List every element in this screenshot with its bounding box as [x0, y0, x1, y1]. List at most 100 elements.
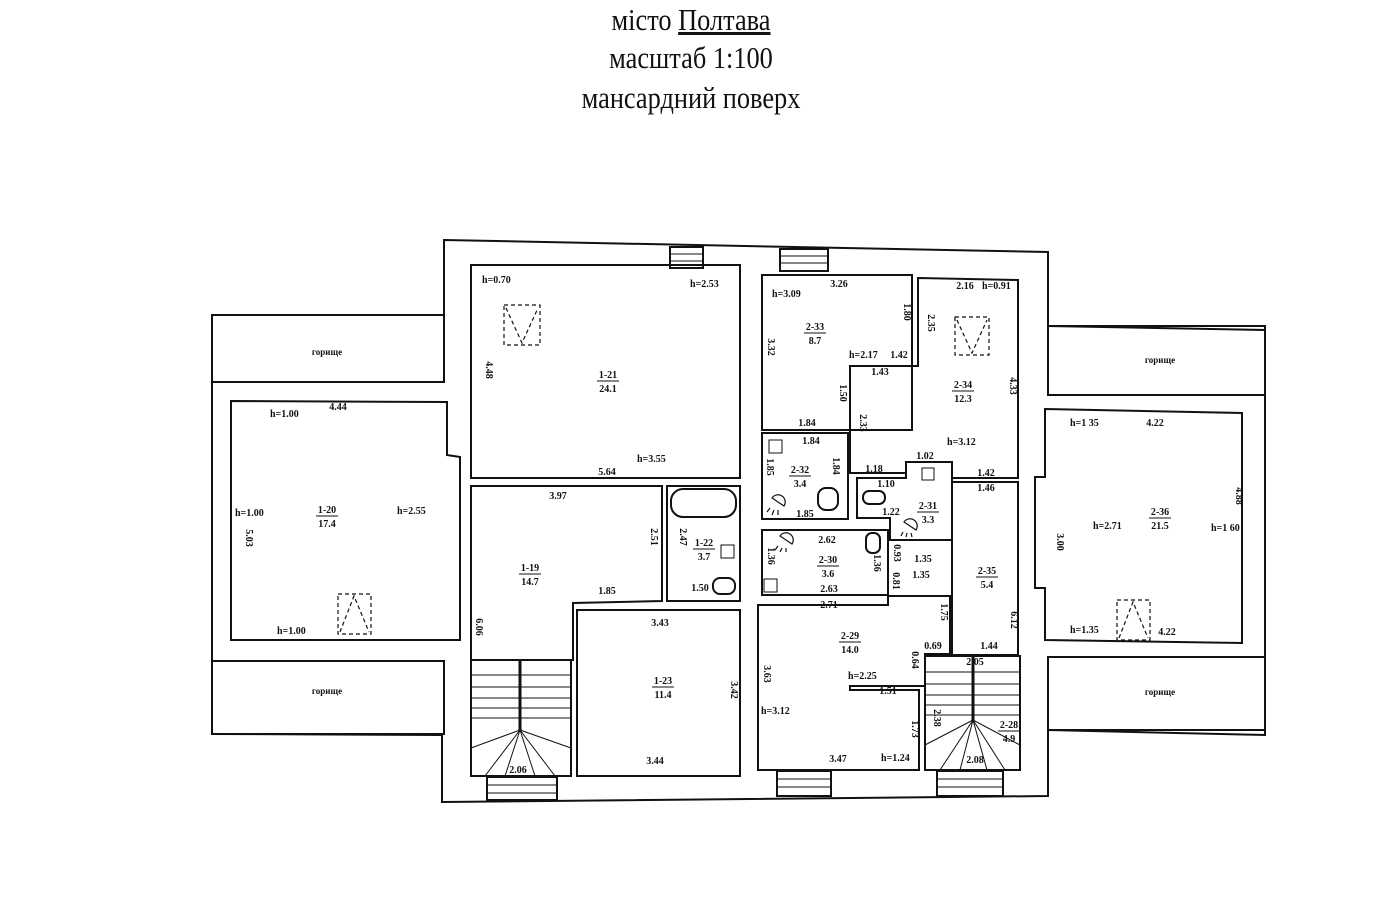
dimension-label: 2.16	[956, 281, 974, 292]
ceiling-height: h=3.12	[761, 706, 790, 717]
dimension-label: 1.50	[837, 384, 848, 402]
room-number: 2-35	[978, 566, 996, 577]
room-number: 1-20	[318, 505, 336, 516]
attic-label: горище	[1145, 355, 1175, 365]
room-number: 1-19	[521, 563, 539, 574]
skylight-icon	[503, 304, 541, 346]
attic-label: горище	[312, 347, 342, 357]
dimension-label: 1.85	[598, 586, 616, 597]
stair-right-treads	[924, 656, 1021, 771]
skylight-icon	[337, 593, 372, 635]
skylight-icon	[1116, 599, 1151, 641]
dimension-label: 1.42	[977, 468, 995, 479]
room-1-19-walls	[470, 485, 663, 661]
room-number: 2-29	[841, 631, 859, 642]
toilet-icon	[862, 490, 886, 505]
ceiling-height: h=2.17	[849, 350, 878, 361]
attic-bottom-left	[211, 660, 445, 735]
dimension-label: 3.44	[646, 756, 664, 767]
attic-label: горище	[1145, 687, 1175, 697]
dimension-label: 2.62	[818, 535, 836, 546]
attic-top-right	[1047, 325, 1266, 396]
dimension-label: 6.06	[473, 618, 484, 636]
dimension-label: 2.38	[931, 709, 942, 727]
dimension-label: 2.63	[820, 584, 838, 595]
ceiling-height: h=3.55	[637, 454, 666, 465]
dimension-label: 1.10	[877, 479, 895, 490]
dimension-label: 4.44	[329, 402, 347, 413]
ceiling-height: h=2.25	[848, 671, 877, 682]
room-2-36-walls	[1034, 407, 1243, 645]
toilet-icon	[712, 577, 736, 595]
dimension-label: 2.35	[925, 314, 936, 332]
dimension-label: 3.47	[829, 754, 847, 765]
room-number: 2-28	[1000, 720, 1018, 731]
dimension-label: 3.63	[761, 665, 772, 683]
room-number: 2-30	[819, 555, 837, 566]
dimension-label: 1.35	[914, 554, 932, 565]
room-area: 14.0	[841, 645, 859, 656]
shower-icon	[766, 494, 786, 516]
entrance-steps	[486, 246, 1004, 801]
room-2-30-walls	[761, 529, 889, 596]
room-area: 3.4	[794, 479, 807, 490]
dimension-label: 1.46	[977, 483, 995, 494]
attic-label: горище	[312, 686, 342, 696]
dimension-label: 4.48	[483, 361, 494, 379]
ceiling-height: h=0.91	[982, 281, 1011, 292]
shower-tray-icon	[720, 544, 735, 559]
dimension-label: 3.97	[549, 491, 567, 502]
dimension-label: 1.50	[691, 583, 709, 594]
room-2-33-walls	[761, 274, 913, 431]
dimension-label: 1.73	[909, 720, 920, 738]
ceiling-height: h=1.35	[1070, 625, 1099, 636]
room-area: 5.4	[981, 580, 994, 591]
room-number: 2-33	[806, 322, 824, 333]
toilet-icon	[817, 487, 839, 511]
dimension-label: 4.22	[1158, 627, 1176, 638]
room-2-29-walls	[757, 595, 951, 771]
room-area: 3.3	[922, 515, 935, 526]
dimension-label: 1.44	[980, 641, 998, 652]
room-1-21-walls	[470, 264, 741, 479]
dimension-label: 1.35	[912, 570, 930, 581]
room-area: 14.7	[521, 577, 539, 588]
dimension-label: 3.00	[1054, 533, 1065, 551]
ceiling-height: h=0.70	[482, 275, 511, 286]
dimension-label: 2.05	[966, 657, 984, 668]
dimension-label: 2.08	[966, 755, 984, 766]
bathtub-icon	[670, 488, 737, 518]
dimension-label: 1.36	[871, 554, 882, 572]
ceiling-height: h=1.00	[277, 626, 306, 637]
room-area: 3.6	[822, 569, 835, 580]
dimension-label: 2.47	[677, 528, 688, 546]
room-2-34-walls	[849, 276, 1019, 479]
scale-label: масштаб 1:100	[609, 40, 773, 75]
dimension-label: 3.42	[728, 681, 739, 699]
city-line: місто Полтава	[104, 2, 1279, 38]
room-number: 1-22	[695, 538, 713, 549]
dimension-label: 0.69	[924, 641, 942, 652]
dimension-label: 2.51	[648, 528, 659, 546]
shower-tray-icon	[768, 439, 783, 454]
dimension-label: 1.22	[882, 507, 900, 518]
room-area: 12.3	[954, 394, 972, 405]
dimension-label: 3.26	[830, 279, 848, 290]
shower-icon	[900, 518, 918, 538]
room-2-32-walls	[761, 432, 849, 520]
ceiling-height: h=2.55	[397, 506, 426, 517]
dimension-label: 1.43	[871, 367, 889, 378]
dimension-label: 1.84	[830, 457, 841, 475]
city-prefix: місто	[611, 2, 672, 37]
dimension-label: 1.02	[916, 451, 934, 462]
dimension-label: 3.43	[651, 618, 669, 629]
room-area: 21.5	[1151, 521, 1169, 532]
dimension-label: 2.71	[820, 600, 838, 611]
room-number: 1-21	[599, 370, 617, 381]
dimension-label: 1.85	[764, 458, 775, 476]
dimension-label: 4.33	[1007, 377, 1018, 395]
